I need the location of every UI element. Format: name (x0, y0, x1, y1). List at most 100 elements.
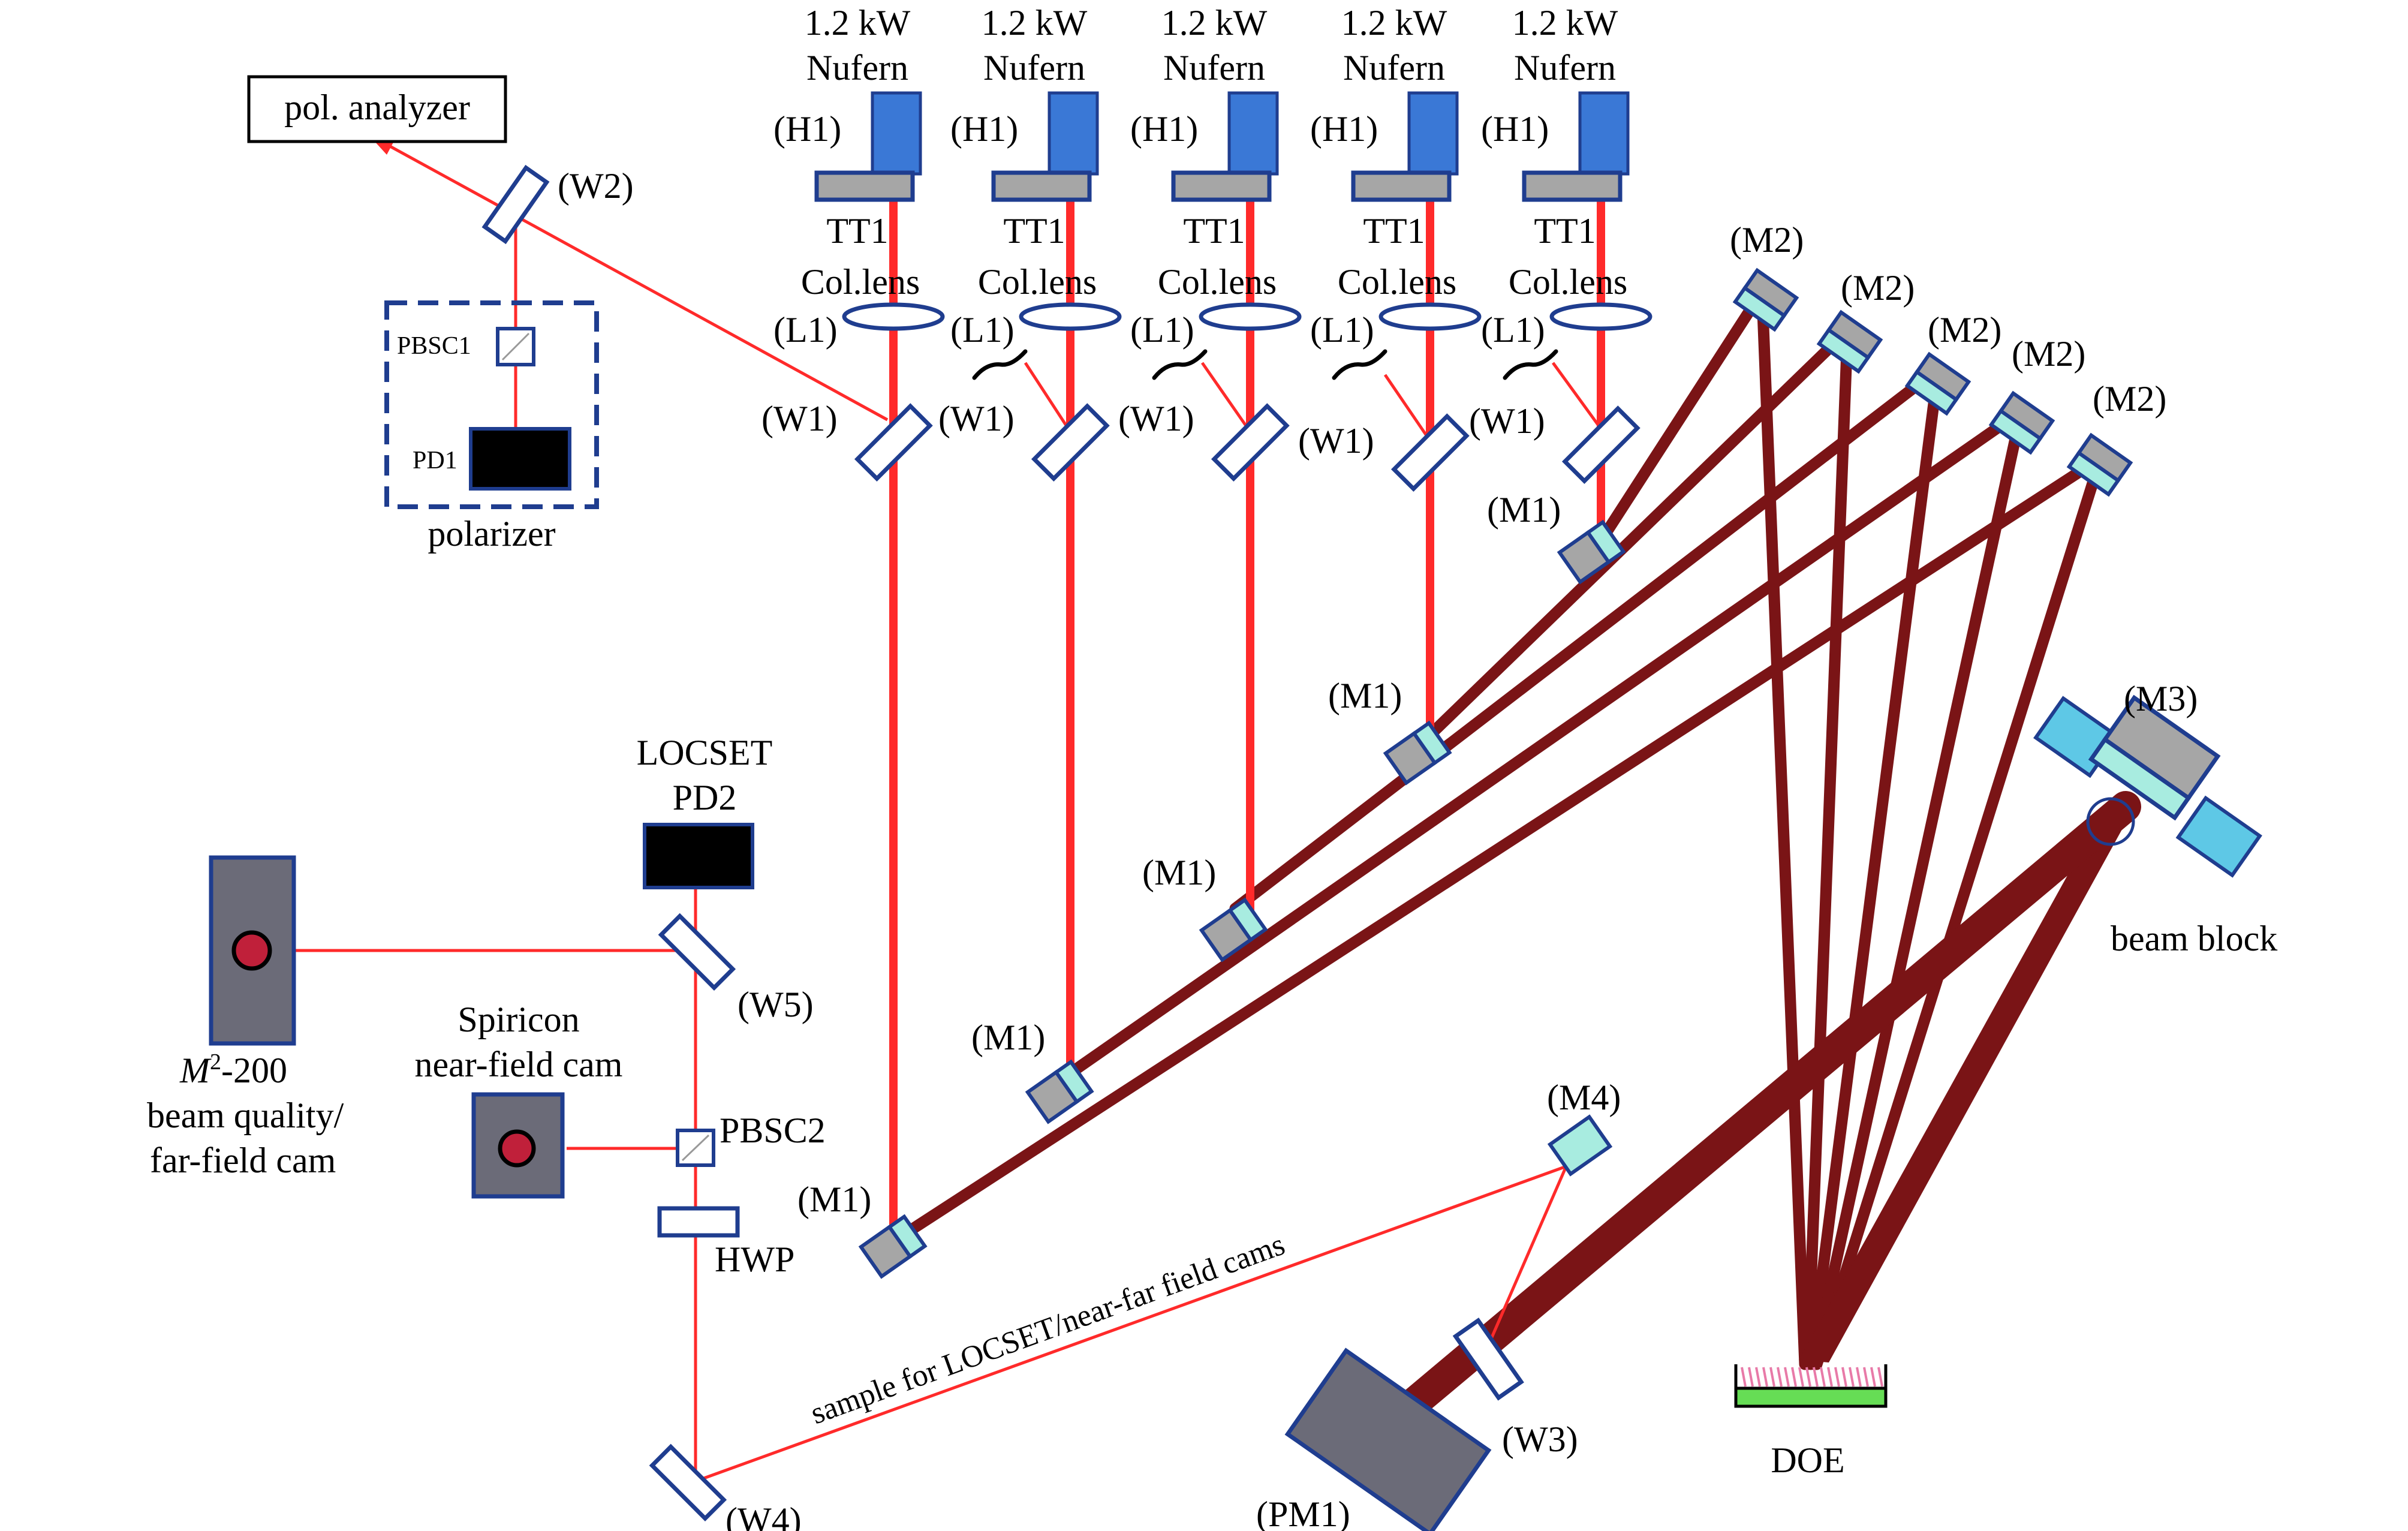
w2-to-analyzer (374, 136, 502, 209)
w1-wedge (854, 403, 933, 482)
laser-head-body (871, 91, 922, 176)
m1-optic (1585, 519, 1626, 565)
m3-optic (2088, 736, 2192, 821)
m2-label: (M2) (2093, 379, 2166, 419)
m1-optic (887, 1214, 928, 1259)
grating-line (1777, 1367, 1783, 1387)
pd2-detector (643, 823, 754, 889)
beam-quality-label: beam quality/ (147, 1096, 344, 1135)
laser-head-body (1227, 91, 1279, 176)
lens-cable-icon (1503, 349, 1558, 380)
beam-m2-4-to-doe (1808, 425, 2023, 1370)
grating-line (1798, 1367, 1804, 1387)
beam-m2-2-to-doe (1802, 345, 1853, 1370)
m4-label: (M4) (1547, 1078, 1621, 1117)
laser-brand-label: Nufern (806, 48, 908, 88)
w2-wedge (481, 164, 550, 245)
beam-m1-3-to-m2-3 (1229, 369, 1937, 915)
w1-label: (W1) (938, 399, 1015, 438)
w1-wedge (1390, 413, 1470, 492)
m1-label: (M1) (1487, 490, 1561, 530)
hwp-label: HWP (715, 1240, 794, 1279)
w1-3-stray-beam (1200, 362, 1252, 433)
lens-tag-label: (L1) (950, 310, 1015, 350)
pbsc1-diagonal (501, 332, 530, 361)
pbsc2-label: PBSC2 (720, 1111, 826, 1150)
grating-line (1741, 1367, 1747, 1387)
collimating-lens (842, 302, 945, 331)
polarizer-module: pol. analyzer (W2) PBSC1 PD1 polarizer (247, 75, 634, 554)
tip-tilt-mount (1522, 170, 1623, 202)
w1-wedge (1211, 403, 1290, 482)
grating-line (1784, 1367, 1790, 1387)
tip-tilt-label: TT1 (1183, 211, 1245, 251)
m1-mirror-4 (1383, 720, 1452, 786)
tip-tilt-mount (1351, 170, 1452, 202)
m1-label: (M1) (1142, 853, 1216, 892)
w1-label: (W1) (1298, 421, 1374, 461)
collimating-lens-label: Col.lens (1338, 262, 1456, 302)
m2-mirror-2 (1816, 309, 1883, 374)
beam-block-right (2175, 795, 2262, 878)
combined-beam-paths (887, 291, 2141, 1428)
collimating-lens-label: Col.lens (1158, 262, 1277, 302)
laser-brand-label: Nufern (1343, 48, 1445, 88)
doe-grating (1741, 1367, 1883, 1387)
collimating-lens (1019, 302, 1122, 331)
far-field-camera-lens (231, 930, 272, 971)
w1-2-stray-beam (1024, 362, 1072, 433)
near-field-label: near-field cam (415, 1045, 623, 1084)
m2-200-label: M2-200 (179, 1049, 287, 1090)
m2-label: (M2) (1928, 310, 2001, 350)
doe-element: DOE (1734, 1364, 1888, 1480)
collimating-lens (1378, 302, 1482, 331)
hwp-plate (657, 1206, 740, 1238)
spiricon-label: Spiricon (457, 1000, 579, 1039)
grating-line (1748, 1367, 1754, 1387)
m1-optic (1054, 1059, 1094, 1105)
w1-4-stray-beam (1383, 374, 1432, 442)
m2-label: (M2) (1730, 220, 1804, 260)
m2-optic (1816, 327, 1871, 374)
m1-optic (1227, 897, 1268, 943)
grating-line (1849, 1367, 1855, 1387)
polarizer-dashed-box (384, 300, 599, 509)
grating-line (1791, 1367, 1797, 1387)
m1-label: (M1) (797, 1180, 871, 1219)
grating-line (1841, 1367, 1847, 1387)
laser-head-label: (H1) (773, 109, 841, 149)
beam-m1-5-to-m2-1 (1586, 291, 1765, 561)
m2-optic (1988, 408, 2043, 455)
beam-m1-1-to-m2-5 (887, 456, 2101, 1247)
grating-line (1769, 1367, 1775, 1387)
w4-wedge (649, 1443, 727, 1522)
w1-5-stray-beam (1551, 362, 1603, 430)
laser-head-body (1578, 91, 1630, 176)
tip-tilt-mount (991, 170, 1092, 202)
m2-superscript: 2 (210, 1049, 221, 1075)
laser-head-label: (H1) (1310, 109, 1378, 149)
doe-substrate (1734, 1386, 1888, 1408)
tip-tilt-label: TT1 (1363, 211, 1425, 251)
laser-head-label: (H1) (1130, 109, 1198, 149)
w3-wedge (1452, 1318, 1524, 1401)
collimating-lens (1199, 302, 1302, 331)
w4-label: (W4) (726, 1500, 802, 1531)
laser-brand-label: Nufern (1514, 48, 1616, 88)
tip-tilt-label: TT1 (1534, 211, 1596, 251)
doe-output-beam-fan (1799, 798, 2135, 1362)
beam-block-label: beam block (2111, 919, 2277, 958)
m2-mirrors: (M2)(M2)(M2)(M2)(M2) (1730, 220, 2166, 497)
w1-label: (W1) (1118, 399, 1194, 438)
doe-frame (1734, 1364, 1888, 1390)
pd1-label: PD1 (413, 447, 457, 474)
m2-mirror-3 (1904, 351, 1971, 416)
collimating-lens-label: Col.lens (978, 262, 1097, 302)
m3-assembly: (M3) beam block (2033, 679, 2277, 958)
pbsc2-diagonal (681, 1134, 710, 1162)
far-field-label: far-field cam (150, 1141, 336, 1180)
grating-line (1834, 1367, 1840, 1387)
